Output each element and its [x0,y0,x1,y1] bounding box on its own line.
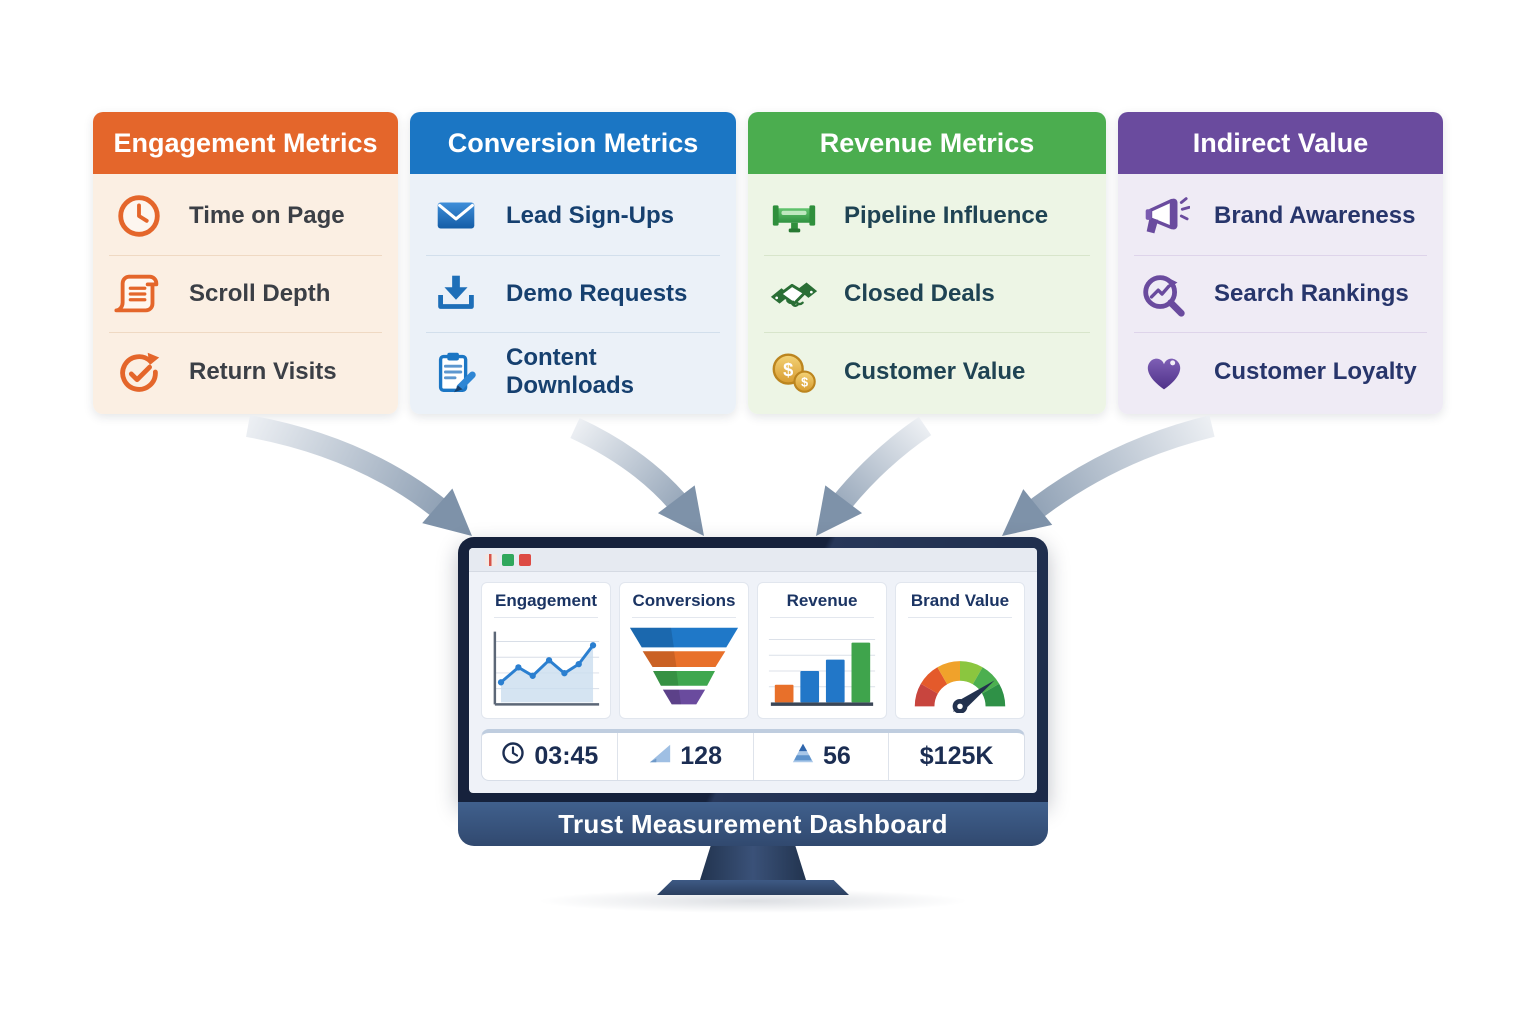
return-visits-icon [109,344,169,400]
svg-text:$: $ [801,375,808,389]
envelope-icon [426,188,486,244]
funnel-chart [629,627,739,705]
panel-title: Revenue [770,591,874,618]
monitor-bezel: Engagement Conversions Revenue Bran [458,537,1048,802]
stat-value: 128 [680,742,722,770]
card-body: Pipeline Influence Closed Deals [748,174,1106,414]
window-controls [469,548,1037,572]
svg-text:$: $ [783,359,793,380]
dashboard-screen: Engagement Conversions Revenue Bran [469,548,1037,793]
metric-item: Search Rankings [1134,254,1427,333]
card-body: Time on Page Scroll Depth [93,174,398,414]
line-chart [493,631,600,706]
card-header: Indirect Value [1118,112,1443,174]
pipeline-icon [764,188,824,244]
gauge-chart [914,661,1006,713]
metric-item: Time on Page [109,178,382,255]
metric-item: Content Downloads [426,332,720,410]
panel-title: Brand Value [908,591,1012,618]
stat-value: 03:45 [534,742,599,770]
window-dot[interactable] [485,553,497,566]
metric-item: Demo Requests [426,254,720,333]
metric-item: Lead Sign-Ups [426,178,720,255]
dashboard-body: Engagement Conversions Revenue Bran [469,572,1037,793]
metric-label: Demo Requests [506,280,688,307]
metric-item: Customer Loyalty [1134,332,1427,410]
flow-arrow-1 [246,415,472,536]
metric-item: $ $ Customer Value [764,332,1090,410]
stat-revenue[interactable]: $125K [888,733,1024,780]
megaphone-icon [1134,188,1194,244]
flow-arrow-3 [816,416,932,536]
monitor-stand-base [657,880,849,895]
card-body: Lead Sign-Ups Demo Requests [410,174,736,414]
download-icon [426,266,486,322]
stat-time-on-page[interactable]: 03:45 [482,733,617,780]
panel-revenue[interactable]: Revenue [757,582,887,719]
ramp-icon [648,741,672,772]
dashboard-monitor: Engagement Conversions Revenue Bran [458,537,1048,913]
metric-cards-row: Engagement Metrics Time on Page [93,112,1443,414]
metric-item: Brand Awareness [1134,178,1427,255]
card-title: Conversion Metrics [447,127,699,158]
card-body: Brand Awareness Search Rankings [1118,174,1443,414]
metric-label: Pipeline Influence [844,202,1049,230]
pyramid-icon [791,741,815,772]
flow-arrow-4 [1002,415,1215,536]
panel-brand-value[interactable]: Brand Value [895,582,1025,719]
panel-title: Engagement [494,591,598,618]
dashboard-panels: Engagement Conversions Revenue Bran [481,582,1025,719]
metric-label: Lead Sign-Ups [506,202,675,230]
metric-label: Customer Loyalty [1214,357,1417,385]
heart-icon [1134,344,1194,400]
handshake-icon [764,266,824,322]
monitor-stand-neck [700,846,806,880]
metric-label: Time on Page [189,202,345,230]
metric-label: Customer Value [844,357,1026,385]
search-rankings-icon [1134,266,1194,322]
panel-title: Conversions [632,591,736,618]
panel-conversions[interactable]: Conversions [619,582,749,719]
clipboard-pencil-icon [426,344,486,400]
metric-item: Pipeline Influence [764,178,1090,255]
flow-arrow-2 [570,418,704,536]
dashboard-title: Trust Measurement Dashboard [458,802,1048,846]
stats-bar: 03:45 128 [481,729,1025,781]
card-header: Engagement Metrics [93,112,398,174]
metric-label: Brand Awareness [1214,202,1416,230]
stat-value: 56 [822,742,851,770]
card-engagement-metrics: Engagement Metrics Time on Page [93,112,398,414]
card-title: Revenue Metrics [819,127,1035,158]
card-title: Engagement Metrics [113,127,378,158]
metric-item: Closed Deals [764,254,1090,333]
coins-icon: $ $ [764,344,824,400]
card-conversion-metrics: Conversion Metrics Lead Sign-Ups [410,112,736,414]
stat-value: $125K [919,742,994,770]
card-revenue-metrics: Revenue Metrics [748,112,1106,414]
metric-label: Search Rankings [1214,280,1409,307]
metric-item: Return Visits [109,332,382,410]
scroll-icon [109,266,169,322]
window-dot[interactable] [502,553,514,566]
card-header: Revenue Metrics [748,112,1106,174]
bar-chart [768,639,876,706]
metric-label: Return Visits [189,357,337,385]
metric-label: Content Downloads [506,343,635,399]
card-title: Indirect Value [1192,127,1369,158]
clock-icon [109,188,169,244]
metric-label: Closed Deals [844,280,995,307]
panel-engagement[interactable]: Engagement [481,582,611,719]
clock-icon [500,740,526,773]
metric-label: Scroll Depth [189,280,331,307]
window-dot[interactable] [519,553,531,566]
stat-deals[interactable]: 56 [752,733,889,780]
stat-leads[interactable]: 128 [616,733,753,780]
card-indirect-value: Indirect Value Brand Awareness [1118,112,1443,414]
metric-item: Scroll Depth [109,254,382,333]
card-header: Conversion Metrics [410,112,736,174]
